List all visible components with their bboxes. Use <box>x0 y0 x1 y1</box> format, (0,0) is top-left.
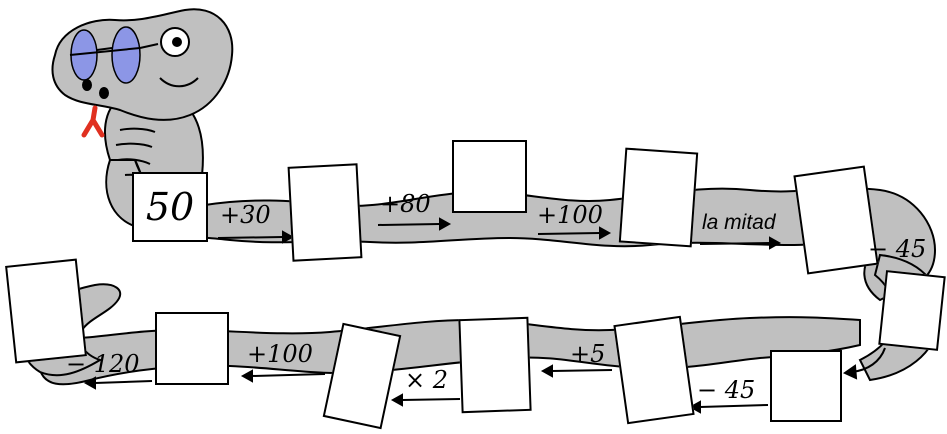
operation-label: − 45 <box>697 378 755 402</box>
start-value: 50 <box>146 185 194 229</box>
operation-label: +30 <box>220 203 271 227</box>
answer-box-11[interactable] <box>5 259 87 364</box>
answer-box-4[interactable] <box>793 165 878 274</box>
operation-label: +100 <box>537 203 603 227</box>
answer-box-3[interactable] <box>619 148 698 248</box>
tongue-icon <box>84 108 102 135</box>
operation-label: +100 <box>247 342 313 366</box>
answer-box-2[interactable] <box>452 140 527 213</box>
operation-label: − 120 <box>66 352 140 376</box>
start-box: 50 <box>132 172 208 242</box>
arrow-left-icon <box>86 378 152 388</box>
operation-label: × 2 <box>405 368 448 392</box>
answer-box-8[interactable] <box>458 317 531 413</box>
answer-box-1[interactable] <box>288 163 363 262</box>
operation-label: +80 <box>380 192 431 216</box>
answer-box-5[interactable] <box>878 270 946 351</box>
operation-label: la mitad <box>702 212 776 233</box>
eye-icon <box>161 28 189 56</box>
answer-box-10[interactable] <box>155 312 229 385</box>
answer-box-7[interactable] <box>613 316 694 424</box>
operation-label: +5 <box>570 342 605 366</box>
operation-label: − 45 <box>868 237 926 261</box>
arrow-left-icon <box>393 395 460 405</box>
answer-box-6[interactable] <box>770 350 842 422</box>
